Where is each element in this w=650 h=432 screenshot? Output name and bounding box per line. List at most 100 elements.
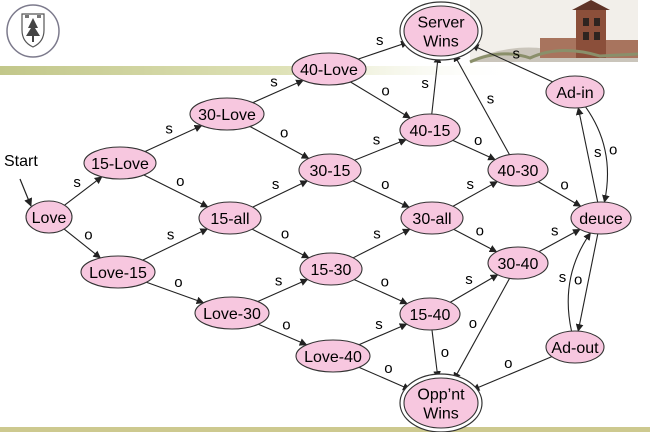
edge-40-15-to-server-wins	[431, 55, 442, 115]
edge-label-40-30-to-deuce: o	[560, 176, 568, 193]
edge-label-deuce-to-ad-out: o	[574, 272, 582, 289]
edge-40-love-to-40-15	[350, 81, 411, 119]
edge-30-40-to-deuce	[538, 228, 581, 253]
edge-deuce-to-ad-in	[575, 107, 599, 203]
node-30-love: 30-Love	[189, 97, 265, 131]
node-label-love: Love	[32, 210, 67, 227]
edge-label-15-love-to-30-love: s	[165, 120, 173, 137]
tower-photo	[469, 0, 639, 64]
node-label-15-love: 15-Love	[91, 156, 149, 173]
edge-label-15-30-to-15-40: o	[381, 273, 389, 290]
edge-label-15-love-to-15-all: o	[176, 173, 184, 190]
node-love-15: Love-15	[80, 255, 156, 289]
edge-label-love-30-to-love-40: o	[282, 316, 290, 333]
edge-label-30-all-to-30-40: o	[476, 223, 484, 240]
node-15-40: 15-40	[399, 297, 461, 331]
edge-label-30-40-to-opp-wins: o	[469, 315, 477, 332]
node-label-15-40: 15-40	[410, 307, 451, 324]
edge-label-15-all-to-15-30: o	[281, 226, 289, 243]
edge-label-40-15-to-40-30: o	[474, 132, 482, 149]
node-30-40: 30-40	[487, 246, 549, 280]
start-label: Start	[4, 153, 38, 170]
edge-40-30-to-server-wins	[453, 53, 510, 155]
edge-label-30-15-to-40-15: s	[373, 132, 381, 149]
edge-15-all-to-30-15	[252, 180, 308, 208]
edge-label-ad-in-to-server-wins: s	[513, 45, 521, 62]
node-deuce: deuce	[570, 201, 632, 235]
edge-label-40-30-to-server-wins: s	[487, 91, 495, 108]
edge-label-30-love-to-40-love: s	[270, 73, 278, 90]
node-label-30-love: 30-Love	[198, 107, 256, 124]
node-40-love: 40-Love	[291, 52, 367, 86]
node-label-ad-out: Ad-out	[551, 340, 599, 357]
edge-label-30-all-to-40-30: s	[467, 176, 475, 193]
university-seal-logo	[6, 4, 60, 58]
start-arrow	[19, 178, 33, 207]
edge-15-all-to-15-30	[251, 228, 310, 259]
node-15-love: 15-Love	[83, 146, 157, 180]
edge-40-30-to-deuce	[538, 181, 582, 207]
edge-label-15-40-to-30-40: s	[465, 271, 473, 288]
edge-label-ad-in-to-deuce: o	[609, 141, 617, 158]
edge-love-15-to-15-all	[142, 228, 209, 261]
edge-40-15-to-40-30	[452, 139, 496, 161]
edge-15-30-to-15-40	[354, 279, 408, 305]
node-love-30: Love-30	[194, 296, 270, 330]
edge-love-to-love-15	[63, 228, 101, 259]
edge-30-15-to-30-all	[352, 180, 410, 208]
edge-love-30-to-15-30	[257, 278, 309, 303]
edge-label-30-15-to-30-all: o	[381, 176, 389, 193]
node-love: Love	[25, 200, 73, 234]
edge-15-40-to-opp-wins	[431, 329, 441, 379]
edge-label-ad-out-to-opp-wins: o	[504, 355, 512, 372]
edge-15-love-to-15-all	[143, 174, 209, 208]
node-15-30: 15-30	[299, 252, 363, 286]
node-label-40-30: 40-30	[498, 163, 539, 180]
node-label-15-30: 15-30	[311, 262, 352, 279]
node-label-love-40: Love-40	[304, 349, 362, 366]
edge-love-15-to-love-30	[146, 281, 205, 305]
edge-30-15-to-40-15	[354, 138, 407, 161]
edge-15-30-to-30-all	[352, 228, 411, 259]
edge-label-love-40-to-opp-wins: o	[384, 360, 392, 377]
edge-30-love-to-40-love	[252, 79, 304, 104]
node-label-15-all: 15-all	[210, 211, 249, 228]
node-ad-out: Ad-out	[545, 330, 605, 364]
edge-30-all-to-40-30	[452, 181, 498, 207]
edge-label-40-love-to-40-15: o	[381, 82, 389, 99]
node-label-love-30: Love-30	[203, 306, 261, 323]
edge-label-love-30-to-15-30: s	[275, 272, 283, 289]
node-label-deuce: deuce	[579, 211, 623, 228]
edge-label-40-love-to-server-wins: s	[376, 32, 384, 49]
edge-ad-out-to-opp-wins	[471, 356, 553, 391]
node-30-all: 30-all	[400, 201, 464, 235]
edge-love-to-15-love	[64, 176, 103, 206]
node-label-30-40: 30-40	[498, 256, 539, 273]
edge-label-love-to-love-15: o	[84, 227, 92, 244]
edge-love-40-to-15-40	[358, 323, 408, 346]
edge-15-40-to-30-40	[450, 274, 499, 303]
edge-love-30-to-love-40	[258, 323, 308, 346]
edge-deuce-to-ad-out	[575, 233, 599, 332]
edge-label-40-15-to-server-wins: s	[421, 75, 429, 92]
edge-30-love-to-30-15	[249, 126, 310, 159]
node-15-all: 15-all	[198, 201, 262, 235]
edge-label-love-to-15-love: s	[73, 174, 81, 191]
node-label-40-love: 40-Love	[300, 62, 358, 79]
bottom-rule	[0, 427, 650, 432]
node-40-15: 40-15	[399, 113, 461, 147]
edge-label-30-love-to-30-15: o	[280, 125, 288, 142]
node-label-ad-in: Ad-in	[556, 85, 593, 102]
edge-label-love-15-to-15-all: s	[167, 226, 175, 243]
edge-ad-out-to-deuce	[567, 232, 591, 332]
node-label-30-15: 30-15	[310, 163, 351, 180]
node-ad-in: Ad-in	[545, 75, 605, 109]
header-band	[0, 66, 520, 75]
edge-label-15-40-to-opp-wins: o	[441, 344, 449, 361]
edge-ad-in-to-deuce	[585, 106, 610, 203]
